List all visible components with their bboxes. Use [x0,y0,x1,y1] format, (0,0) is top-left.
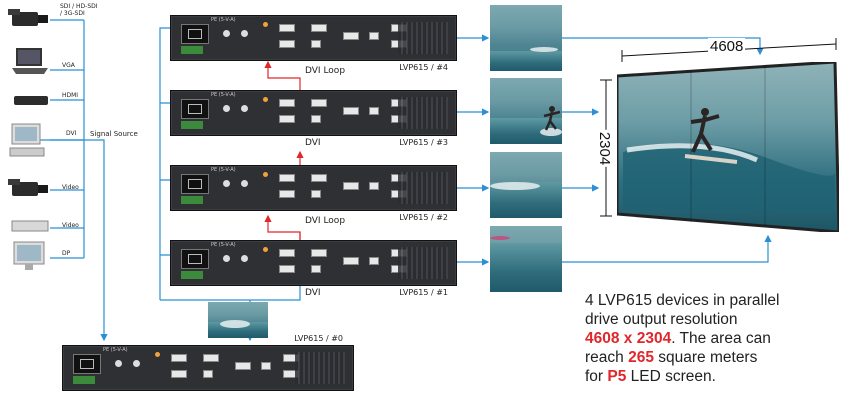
monitor-icon [13,241,45,270]
laptop-icon [12,48,48,74]
dvi-label: DVI [305,288,321,298]
led-screen [615,60,841,234]
output-tile-4 [490,5,562,71]
signal-source-label: Signal Source [90,130,138,138]
output-tile-1 [490,226,562,292]
surfer-icon [684,108,738,164]
source-label-dvi: DVI [66,130,77,137]
caption-line-1: 4 LVP615 devices in parallel [585,292,780,309]
led-screen-perspective [615,60,841,234]
dvi-loop-top-line [264,60,301,95]
caption-text: 4 LVP615 devices in parallel drive outpu… [585,291,845,386]
source-label-hdmi: HDMI [62,92,79,99]
dvi-source-line [40,139,108,342]
device-label: LVP615 / #2 [399,213,448,222]
caption-line-4: reach 265 square meters [585,349,758,366]
dvi-loop-label: DVI Loop [305,66,346,76]
caption-line-2: drive output resolution [585,311,738,328]
screen-width-label: 4608 [708,38,746,55]
lvp615-unit-1: PE (5-V-A) LVP615 / #1 [170,240,457,297]
caption-resolution: 4608 x 2304 [585,330,672,347]
device-label: LVP615 / #3 [399,138,448,147]
device-label: LVP615 / #4 [399,63,448,72]
lvp615-unit-4: PE (5-V-A) LVP615 / #4 [170,15,457,72]
desktop-pc-icon [9,123,45,157]
input-image-thumbnail [208,302,268,338]
source-label-video-1: Video [62,184,79,191]
device-label: LVP615 / #0 [294,334,343,343]
caption-pitch: P5 [607,368,627,385]
source-label-sdi: SDI / HD-SDI / 3G-SDI [60,3,98,17]
distribution-line-1 [159,27,172,300]
lvp615-unit-0: PE (5-V-A) LVP615 / #0 [62,334,354,391]
lvp615-unit-3: PE (5-V-A) LVP615 / #3 [170,90,457,147]
caption-line-5: for P5 LED screen. [585,368,716,385]
output-tile-2 [490,152,562,218]
source-label-vga: VGA [62,62,75,69]
surfer-icon [543,106,561,131]
lvp615-unit-2: PE (5-V-A) LVP615 / #2 [170,165,457,222]
screen-height-label: 2304 [596,129,614,168]
output-tile-3 [490,78,562,144]
source-label-dp: DP [62,250,71,257]
camcorder-icon [8,9,48,26]
caption-line-3: 4608 x 2304. The area can [585,330,771,347]
media-player-icon [14,96,48,105]
dvi-label: DVI [305,138,321,148]
source-label-video-2: Video [62,222,79,229]
caption-area: 265 [628,349,654,366]
camcorder-icon [8,179,48,196]
device-label: LVP615 / #1 [399,288,448,297]
dvd-player-icon [11,220,49,232]
dvi-loop-label: DVI Loop [305,216,346,226]
